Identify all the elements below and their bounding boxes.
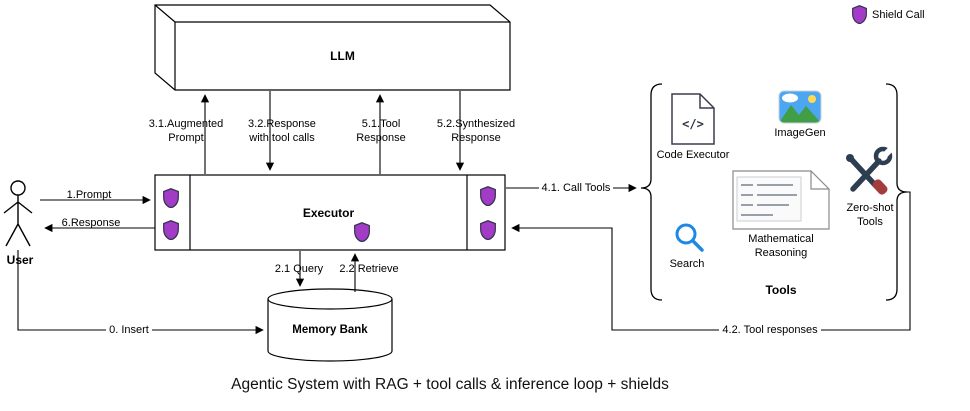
code-executor-label: Code Executor	[656, 149, 730, 161]
legend-shield-call-label: Shield Call	[872, 9, 925, 21]
imagegen-icon	[778, 90, 822, 124]
tools-group-label: Tools	[765, 283, 797, 297]
mathematical-reasoning-icon	[732, 170, 830, 230]
edge-label-retrieve: 2.2 Retrieve	[339, 263, 399, 275]
wrench-head	[873, 146, 893, 166]
executor-node	[154, 174, 506, 251]
shield-icon-response-out	[163, 220, 179, 240]
edge-label-insert: 0. Insert	[100, 324, 158, 338]
edge-insert	[17, 250, 264, 335]
zero-shot-tools-icon	[846, 144, 896, 195]
edge-label-call-tools: 4.1. Call Tools	[534, 182, 618, 196]
tools-left-brace	[640, 83, 663, 301]
shield-icon-call-tools	[480, 186, 496, 206]
llm-node	[154, 4, 511, 91]
search-label: Search	[669, 258, 705, 270]
diagram-title: Agentic System with RAG + tool calls & i…	[231, 376, 669, 393]
edge-label-augmented-prompt: 3.1.Augmented Prompt	[148, 118, 224, 144]
sun-shape	[808, 95, 816, 103]
formula-lines	[741, 184, 797, 216]
edge-label-tool-responses: 4.2. Tool responses	[710, 324, 830, 338]
edge-label-query: 2.1 Query	[274, 263, 324, 275]
memory-bank-node	[267, 288, 393, 362]
wrench-shaft	[850, 158, 882, 192]
edge-label-prompt: 1.Prompt	[66, 189, 112, 201]
code-glyph: </>	[682, 117, 704, 131]
screwdriver-handle	[872, 179, 888, 195]
cloud-shape	[782, 93, 798, 103]
shield-icon-retrieve	[354, 222, 370, 242]
shield-icon-tool-responses	[480, 220, 496, 240]
screwdriver-tip	[846, 154, 854, 162]
mountain-shape	[779, 105, 821, 123]
search-icon	[675, 223, 704, 252]
edge-label-response: 6.Response	[61, 217, 121, 229]
user-label: User	[6, 253, 34, 267]
shield-icon-legend	[852, 5, 867, 24]
llm-label: LLM	[330, 49, 355, 63]
zero-shot-tools-label: Zero-shot Tools	[846, 202, 894, 228]
executor-label: Executor	[302, 205, 355, 220]
user-actor	[3, 180, 33, 247]
edge-label-response-with-tool-calls: 3.2.Response with tool calls	[248, 118, 316, 144]
shield-icon-prompt-in	[163, 188, 179, 208]
code-executor-icon: </>	[671, 93, 715, 145]
memory-bank-label: Memory Bank	[292, 324, 368, 336]
imagegen-label: ImageGen	[774, 127, 826, 139]
edge-label-synthesized-response: 5.2.Synthesized Response	[436, 118, 516, 144]
screwdriver-shaft	[849, 157, 879, 189]
mathematical-reasoning-label: Mathematical Reasoning	[748, 233, 814, 259]
wrench-notch	[881, 144, 896, 159]
edge-label-tool-response: 5.1.Tool Response	[356, 118, 406, 144]
